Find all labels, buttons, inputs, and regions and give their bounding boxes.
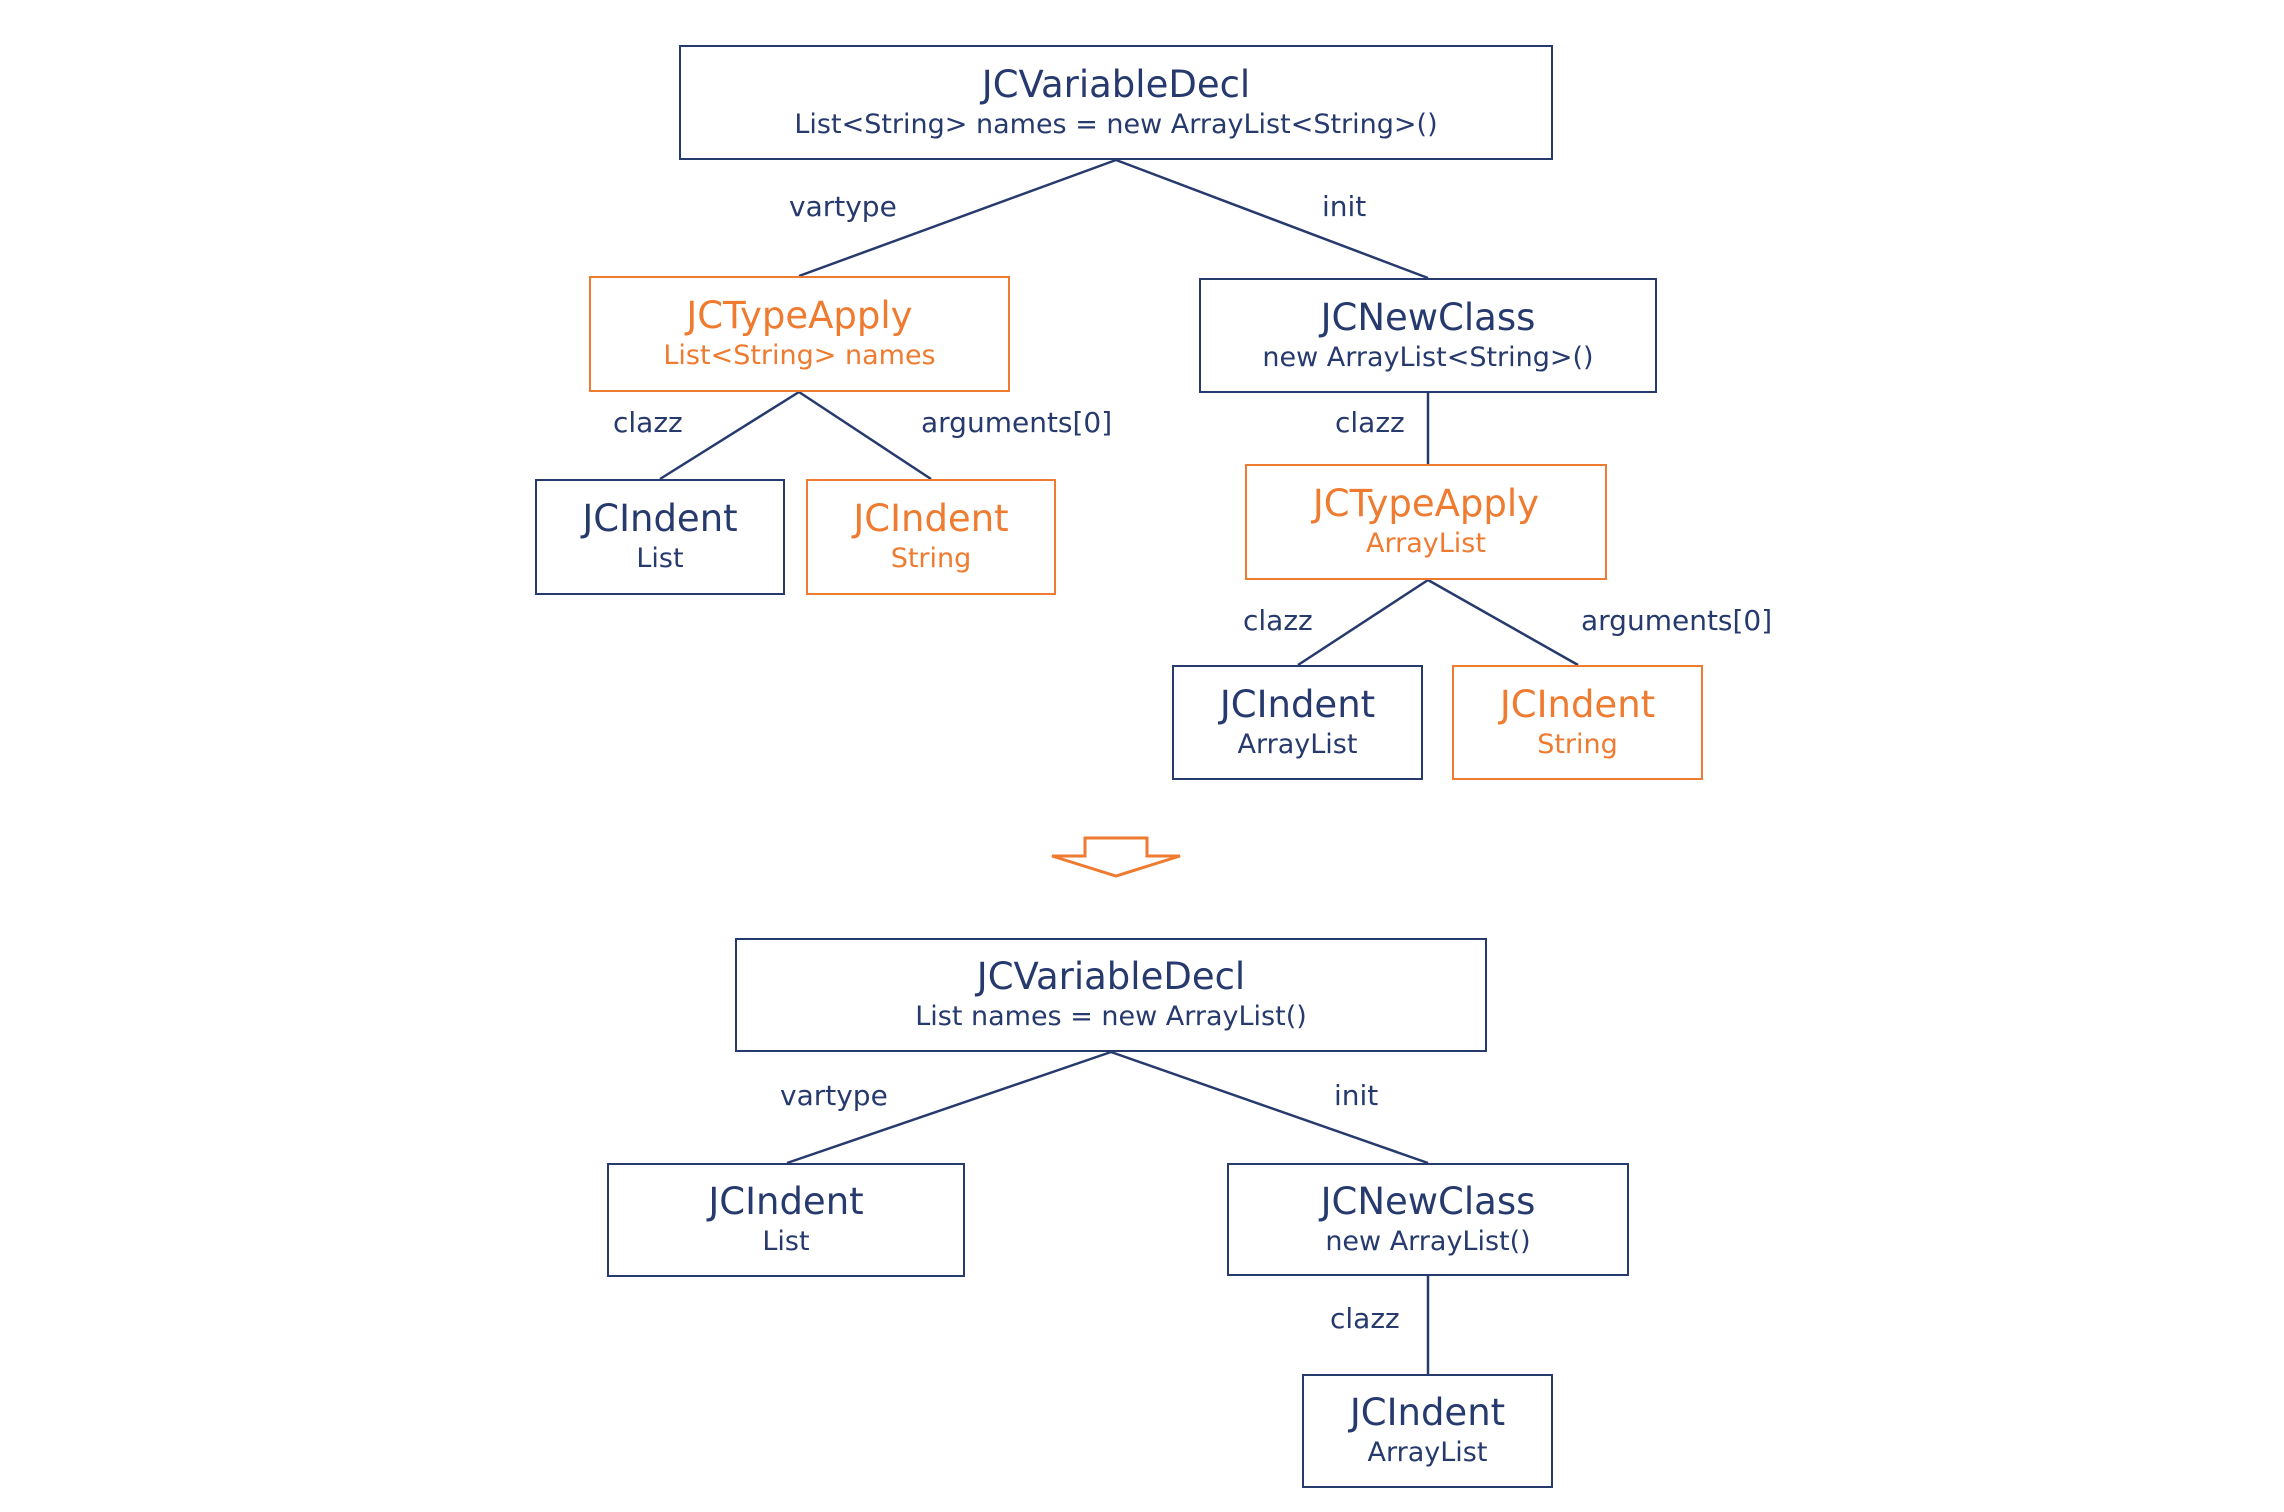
node-title: JCNewClass [1320,1179,1536,1223]
down-arrow-icon [1051,836,1181,878]
node-title: JCNewClass [1320,295,1536,339]
node-subtitle: List [636,543,684,574]
node-after-vartype: JCIndent List [607,1163,965,1277]
edge2-root-init [1110,1050,1429,1165]
edge2-root-vartype [786,1050,1112,1165]
node-after-arraylist-ident: JCIndent ArrayList [1302,1374,1553,1488]
edge-label-init: init [1322,190,1367,223]
node-before-arraylist-ident: JCIndent ArrayList [1172,665,1423,780]
node-subtitle: List names = new ArrayList() [915,1001,1307,1032]
node-after-init: JCNewClass new ArrayList() [1227,1163,1629,1276]
node-subtitle: String [1537,728,1618,760]
node-title: JCTypeApply [1312,482,1540,525]
node-title: JCIndent [853,497,1009,540]
node-title: JCIndent [582,497,738,540]
node-subtitle: List [762,1226,810,1257]
node-before-vartype: JCTypeApply List<String> names [589,276,1010,392]
node-before-init: JCNewClass new ArrayList<String>() [1199,278,1657,393]
node-title: JCIndent [1349,1391,1506,1434]
edge-label-clazz: clazz [1335,406,1405,439]
node-title: JCIndent [1499,682,1656,726]
edge-root-init [1115,158,1429,280]
node-subtitle: new ArrayList<String>() [1262,341,1594,373]
edge-label-init: init [1334,1079,1379,1112]
node-before-string-ident: JCIndent String [806,479,1056,595]
node-subtitle: List<String> names = new ArrayList<Strin… [794,108,1438,140]
edge-label-vartype: vartype [780,1079,888,1112]
node-subtitle: ArrayList [1367,1437,1488,1468]
edge-vartype-list [659,390,800,481]
node-title: JCVariableDecl [976,955,1246,998]
node-before-list-ident: JCIndent List [535,479,785,595]
edge-label-clazz: clazz [613,406,683,439]
edge-typeapply-arraylist [1297,578,1429,667]
edge-label-arguments: arguments[0] [921,406,1113,439]
node-subtitle: String [890,543,972,574]
node-title: JCVariableDecl [981,62,1251,106]
edge-label-clazz: clazz [1330,1302,1400,1335]
edge-root-vartype [798,158,1117,278]
edge-vartype-string [798,390,932,481]
node-title: JCTypeApply [686,294,913,337]
node-before-root: JCVariableDecl List<String> names = new … [679,45,1553,160]
node-subtitle: ArrayList [1366,528,1486,559]
edge-label-vartype: vartype [789,190,897,223]
edge-label-clazz: clazz [1243,604,1313,637]
node-subtitle: List<String> names [663,340,936,371]
node-subtitle: new ArrayList() [1325,1225,1531,1257]
node-title: JCIndent [708,1180,864,1223]
node-subtitle: ArrayList [1237,728,1358,760]
node-before-typeapply2: JCTypeApply ArrayList [1245,464,1607,580]
edge-typeapply-string [1427,578,1579,667]
node-before-string-ident2: JCIndent String [1452,665,1703,780]
node-title: JCIndent [1219,682,1376,726]
node-after-root: JCVariableDecl List names = new ArrayLis… [735,938,1487,1052]
edge-label-arguments: arguments[0] [1581,604,1773,637]
